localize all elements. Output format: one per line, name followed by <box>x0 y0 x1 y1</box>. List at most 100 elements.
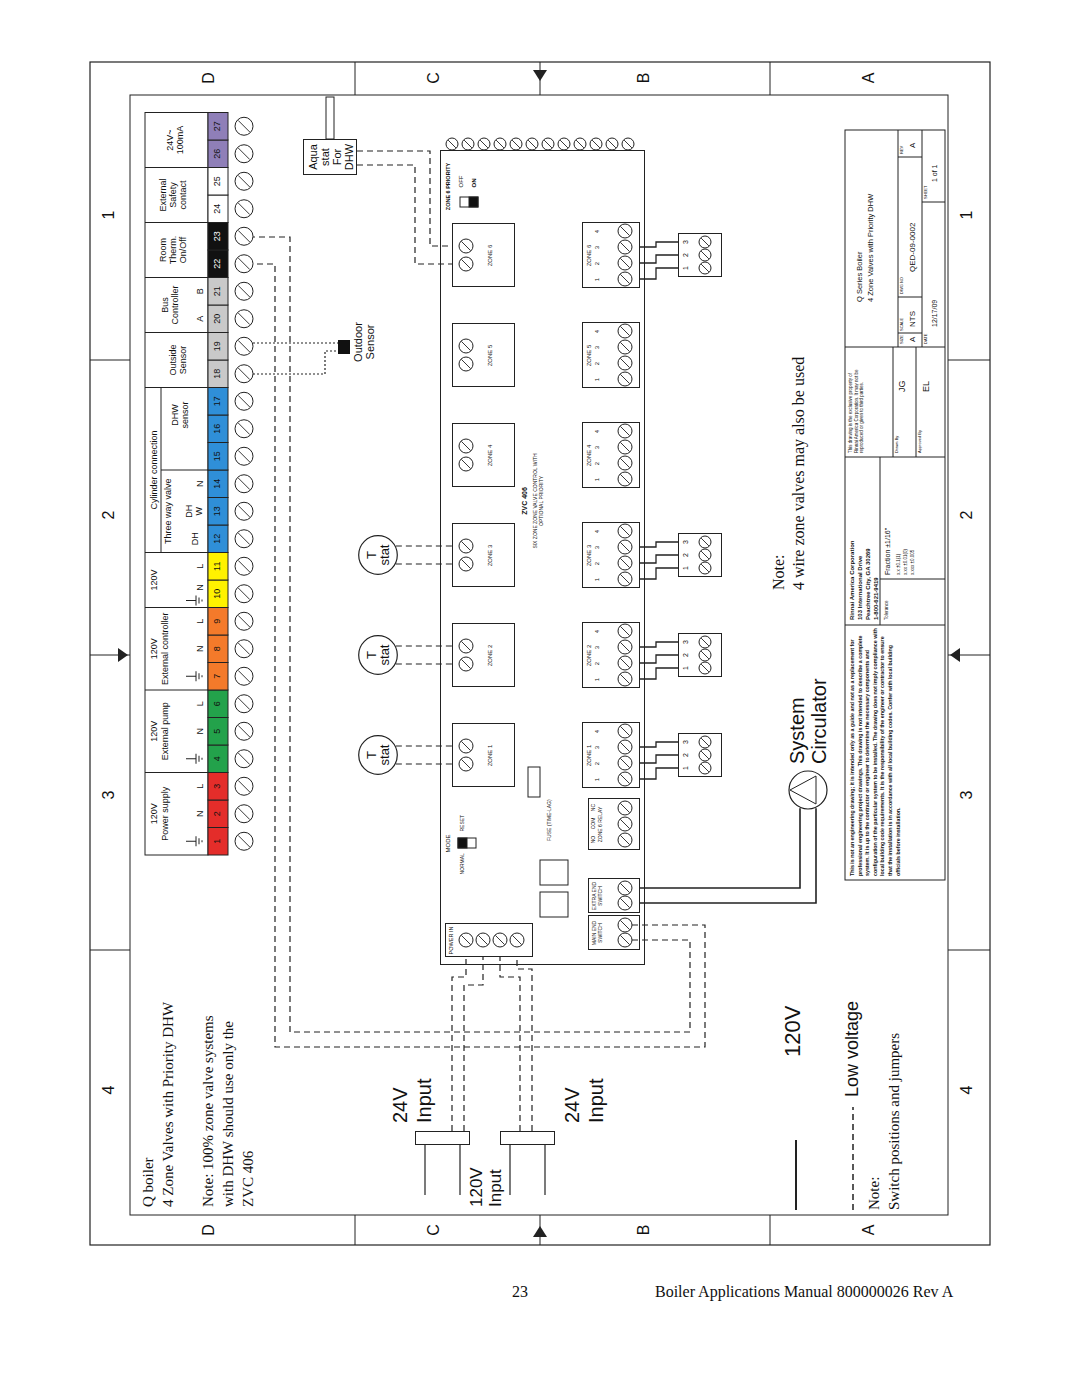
terminal-screw <box>459 357 473 371</box>
priority-switch-lever <box>469 197 478 207</box>
border-frame <box>130 95 948 1215</box>
relay <box>540 892 568 917</box>
priority-switch-block-text: ON <box>471 168 478 188</box>
screw-slot <box>620 374 629 383</box>
grid-letter: D <box>200 1215 218 1245</box>
pump-symbol <box>788 770 828 810</box>
terminal-number: 23 <box>212 223 223 251</box>
ground-symbol <box>199 838 200 844</box>
title-divider <box>898 333 922 334</box>
ground-symbol <box>196 596 197 606</box>
note-text: Note: 100% zone valve systems <box>200 1015 217 1207</box>
ground-symbol <box>196 836 197 846</box>
terminal-screw <box>235 172 253 190</box>
title-field-name: DATE <box>924 334 929 344</box>
terminal-number: 20 <box>212 305 223 333</box>
zone-terminal-block: ZONE 2 <box>452 624 515 688</box>
terminal-screw <box>235 447 253 465</box>
terminal-header-text: Three way valve <box>163 470 173 553</box>
terminal-header-text: Cylinder connection <box>149 388 159 553</box>
terminal-screw <box>699 262 711 274</box>
note-text: Note: <box>770 554 788 590</box>
relay-terminal-block: NOCOMNCZONE 6 RELAY <box>588 799 640 851</box>
title-divider <box>880 457 881 625</box>
aquastat-probe <box>326 97 334 139</box>
priority-switch-block-text: OFF <box>458 168 465 188</box>
relay <box>540 860 568 885</box>
group-divider <box>145 167 208 168</box>
border-frame <box>90 62 990 1245</box>
terminal-screw <box>459 557 473 571</box>
terminal-screw <box>618 896 632 910</box>
screw-slot <box>608 140 616 148</box>
title-field-value: A <box>908 143 917 148</box>
grid-number: 1 <box>958 200 976 230</box>
terminal-number-cell <box>208 525 228 553</box>
terminal-number: 15 <box>212 443 223 471</box>
title-divider <box>845 457 945 458</box>
terminal-screw <box>235 695 253 713</box>
title-field-value: A <box>908 337 917 342</box>
terminal-number: 9 <box>212 608 223 636</box>
terminal-number-cell <box>208 223 228 251</box>
terminal-pin-name: B <box>195 278 205 306</box>
zone-terminal-block-text: ZONE 6 <box>487 225 494 287</box>
thermostat-outline <box>359 536 398 575</box>
terminal-screw <box>235 750 253 768</box>
grid-letter: A <box>860 1215 878 1245</box>
title-divider <box>898 130 899 347</box>
title-divider <box>845 347 945 348</box>
terminal-screw <box>235 612 253 630</box>
terminal-screw <box>618 272 632 286</box>
legend-text: 120V <box>780 1006 805 1057</box>
screw-slot <box>701 251 709 259</box>
terminal-screw <box>618 624 632 638</box>
screw-slot <box>620 642 629 651</box>
group-divider <box>145 222 208 223</box>
terminal-screw <box>618 424 632 438</box>
zone-valve-box-text: 2 <box>682 651 690 659</box>
manual-title: Boiler Applications Manual 800000026 Rev… <box>655 1283 953 1301</box>
terminal-screw <box>590 138 602 150</box>
relay-terminal-block-text: NC <box>591 801 597 815</box>
terminal-screw <box>235 475 253 493</box>
terminal-number-cell <box>208 690 228 718</box>
sensor-wire <box>253 351 338 374</box>
terminal-number-cell <box>208 470 228 498</box>
terminal-pin-name: N <box>195 718 205 746</box>
title-divider <box>845 625 945 626</box>
screw-slot <box>238 340 250 352</box>
screw-slot <box>238 450 250 462</box>
screw-slot <box>701 538 709 546</box>
terminal-screw <box>459 757 473 771</box>
thermostat-circle-text: T stat <box>365 542 391 568</box>
screw-slot <box>238 148 250 160</box>
power-input-block-text: POWER IN <box>448 925 454 957</box>
terminal-screw <box>618 372 632 386</box>
screw-slot <box>461 935 470 944</box>
screw-slot <box>461 241 470 250</box>
screw-slot <box>620 920 629 929</box>
screw-slot <box>238 368 250 380</box>
thermostat-circle-text: T stat <box>365 742 391 768</box>
grid-number: 4 <box>958 1075 976 1105</box>
terminal-screw <box>494 138 506 150</box>
terminal-number-cell <box>208 195 228 223</box>
zone-valve-box-text: 3 <box>682 638 690 646</box>
terminal-number-cell <box>208 773 228 801</box>
outdoor-sensor: Outdoor Sensor <box>338 307 380 377</box>
screw-slot <box>480 140 488 148</box>
page-number: 23 <box>512 1283 528 1301</box>
terminal-screw <box>699 649 711 661</box>
terminal-pin-name: L <box>195 553 205 581</box>
zone-valve-box: 123 <box>678 233 722 277</box>
mains-wire <box>509 1145 510 1195</box>
zone-valve-box-text: 1 <box>682 264 690 272</box>
screw-slot <box>238 560 250 572</box>
terminal-screw <box>618 640 632 654</box>
terminal-screw <box>618 772 632 786</box>
terminal-screw <box>235 805 253 823</box>
terminal-number: 1 <box>212 828 223 856</box>
terminal-number: 7 <box>212 663 223 691</box>
